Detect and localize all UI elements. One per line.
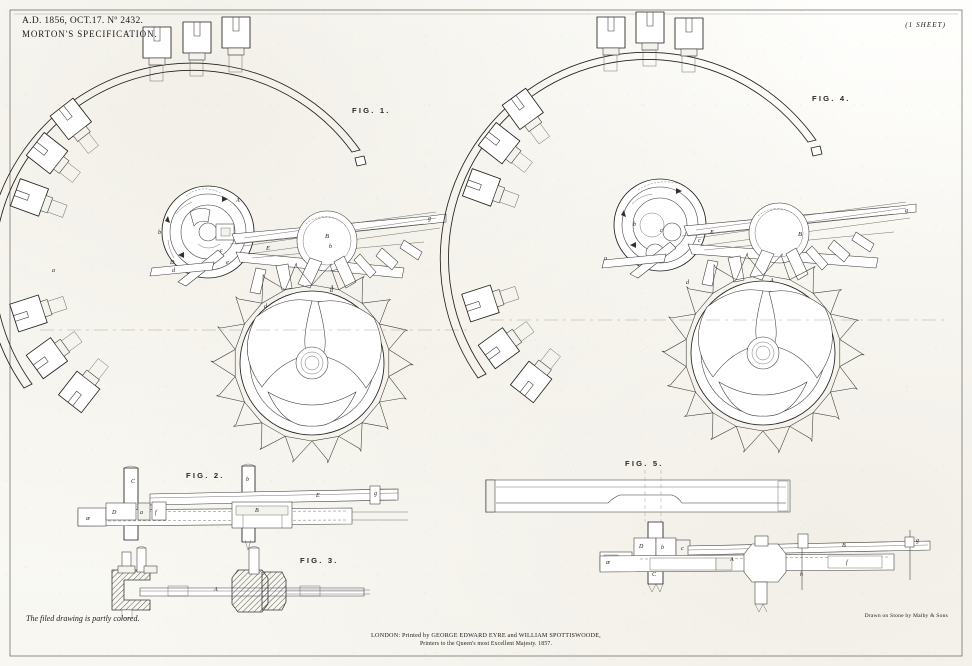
header-line-1: A.D. 1856, OCT.17. Nº 2432. <box>22 16 144 26</box>
svg-text:B: B <box>798 231 802 238</box>
fig1-linkage <box>149 210 447 295</box>
fig1-label: FIG. 1. <box>352 106 391 115</box>
fig3-label: FIG. 3. <box>300 556 339 565</box>
rim-block <box>501 87 550 145</box>
imprint-line-1: LONDON: Printed by GEORGE EDWARD EYRE an… <box>371 632 601 639</box>
fig1-toothed-wheel <box>210 262 414 464</box>
svg-text:g: g <box>905 208 908 214</box>
fig2-label: FIG. 2. <box>186 471 225 480</box>
rim-block <box>596 16 626 72</box>
fig5-part-letters: D b c œ C A B f g h <box>606 538 919 578</box>
svg-text:B: B <box>255 508 259 514</box>
rim-block <box>9 294 68 333</box>
header-block: A.D. 1856, OCT.17. Nº 2432. MORTON'S SPE… <box>22 15 158 40</box>
svg-text:B: B <box>325 233 329 240</box>
rim-block <box>49 97 99 154</box>
rim-block <box>461 284 520 323</box>
rim-block <box>58 358 109 414</box>
fig4-part-letters: a b c E B g A d c <box>604 208 908 286</box>
svg-text:f: f <box>846 559 849 566</box>
svg-text:c: c <box>220 248 223 254</box>
figure-4-group: FIG. 4. <box>439 11 945 454</box>
rim-block <box>635 11 665 67</box>
rim-block <box>25 331 83 380</box>
imprint-line-2: Printers to the Queen's most Excellent M… <box>419 641 553 648</box>
rim-block <box>182 21 212 77</box>
rim-block <box>510 348 561 404</box>
svg-text:d: d <box>264 304 268 310</box>
svg-text:g: g <box>374 491 377 497</box>
svg-text:D: D <box>169 260 175 266</box>
rim-block <box>221 16 251 73</box>
fig5-label: FIG. 5. <box>625 459 664 468</box>
svg-text:C: C <box>652 572 657 578</box>
svg-text:D: D <box>638 544 644 550</box>
svg-text:A: A <box>769 278 774 284</box>
svg-text:D: D <box>111 510 117 516</box>
svg-text:c: c <box>681 546 684 552</box>
svg-text:E: E <box>709 229 714 236</box>
sheet-border <box>9 9 963 657</box>
rim-block <box>25 132 81 183</box>
svg-text:A: A <box>235 198 240 204</box>
fig2-part-letters: C b D a f B E g œ <box>86 477 377 522</box>
printer-imprint: LONDON: Printed by GEORGE EDWARD EYRE an… <box>0 631 972 649</box>
svg-text:E: E <box>315 493 320 499</box>
svg-text:a: a <box>604 256 607 262</box>
svg-text:b: b <box>329 244 332 250</box>
fig4-toothed-wheel <box>661 252 865 454</box>
svg-text:c: c <box>660 228 663 234</box>
svg-text:g: g <box>428 216 431 222</box>
svg-text:b: b <box>661 545 664 551</box>
rim-block <box>462 168 520 208</box>
svg-text:B: B <box>842 543 846 549</box>
svg-text:a: a <box>52 268 55 274</box>
header-line-2: MORTON'S SPECIFICATION. <box>22 28 158 39</box>
svg-text:b: b <box>158 230 161 236</box>
filed-drawing-note: The filed drawing is partly colored. <box>26 614 140 623</box>
svg-text:œ: œ <box>606 560 610 566</box>
fig1-rim-blocks <box>9 16 251 414</box>
rim-block <box>477 122 533 173</box>
svg-text:b: b <box>246 477 249 483</box>
svg-text:b: b <box>633 222 636 228</box>
svg-text:c: c <box>698 238 701 244</box>
figure-1-group: FIG. 1. <box>0 16 468 464</box>
svg-text:E: E <box>265 245 270 252</box>
rim-block <box>10 178 68 218</box>
svg-text:d: d <box>172 268 176 274</box>
svg-text:d: d <box>686 280 690 286</box>
fig4-linkage <box>601 201 917 287</box>
figure-5-group: FIG. 5. D b c œ C A B f g h <box>485 459 931 613</box>
svg-text:A: A <box>213 587 218 593</box>
svg-text:g: g <box>916 538 919 544</box>
svg-text:h: h <box>800 572 803 578</box>
rim-block <box>477 321 535 370</box>
svg-text:œ: œ <box>86 516 90 522</box>
svg-text:d: d <box>330 288 334 294</box>
figure-3-group: FIG. 3. A <box>111 546 370 619</box>
svg-text:C: C <box>131 479 136 485</box>
fig3-part-letters: A <box>213 587 218 593</box>
rim-block <box>674 17 704 73</box>
fig4-label: FIG. 4. <box>812 94 851 103</box>
svg-text:A: A <box>729 557 734 563</box>
svg-text:e: e <box>226 260 229 266</box>
fig4-rim-blocks <box>461 11 704 404</box>
fig1-hub <box>161 185 255 279</box>
svg-text:A: A <box>329 285 334 291</box>
svg-text:f: f <box>155 509 158 516</box>
figure-2-group: FIG. 2. C b D a f B E g œ <box>77 463 408 551</box>
svg-text:a: a <box>140 510 143 516</box>
sheet-count-label: (1 SHEET) <box>905 21 946 29</box>
rim-block <box>142 26 172 82</box>
fig1-part-letters: a b c d e E A B b g d D d A <box>52 198 431 310</box>
lithographer-credit: Drawn on Stone by Malby & Sons <box>864 613 948 619</box>
